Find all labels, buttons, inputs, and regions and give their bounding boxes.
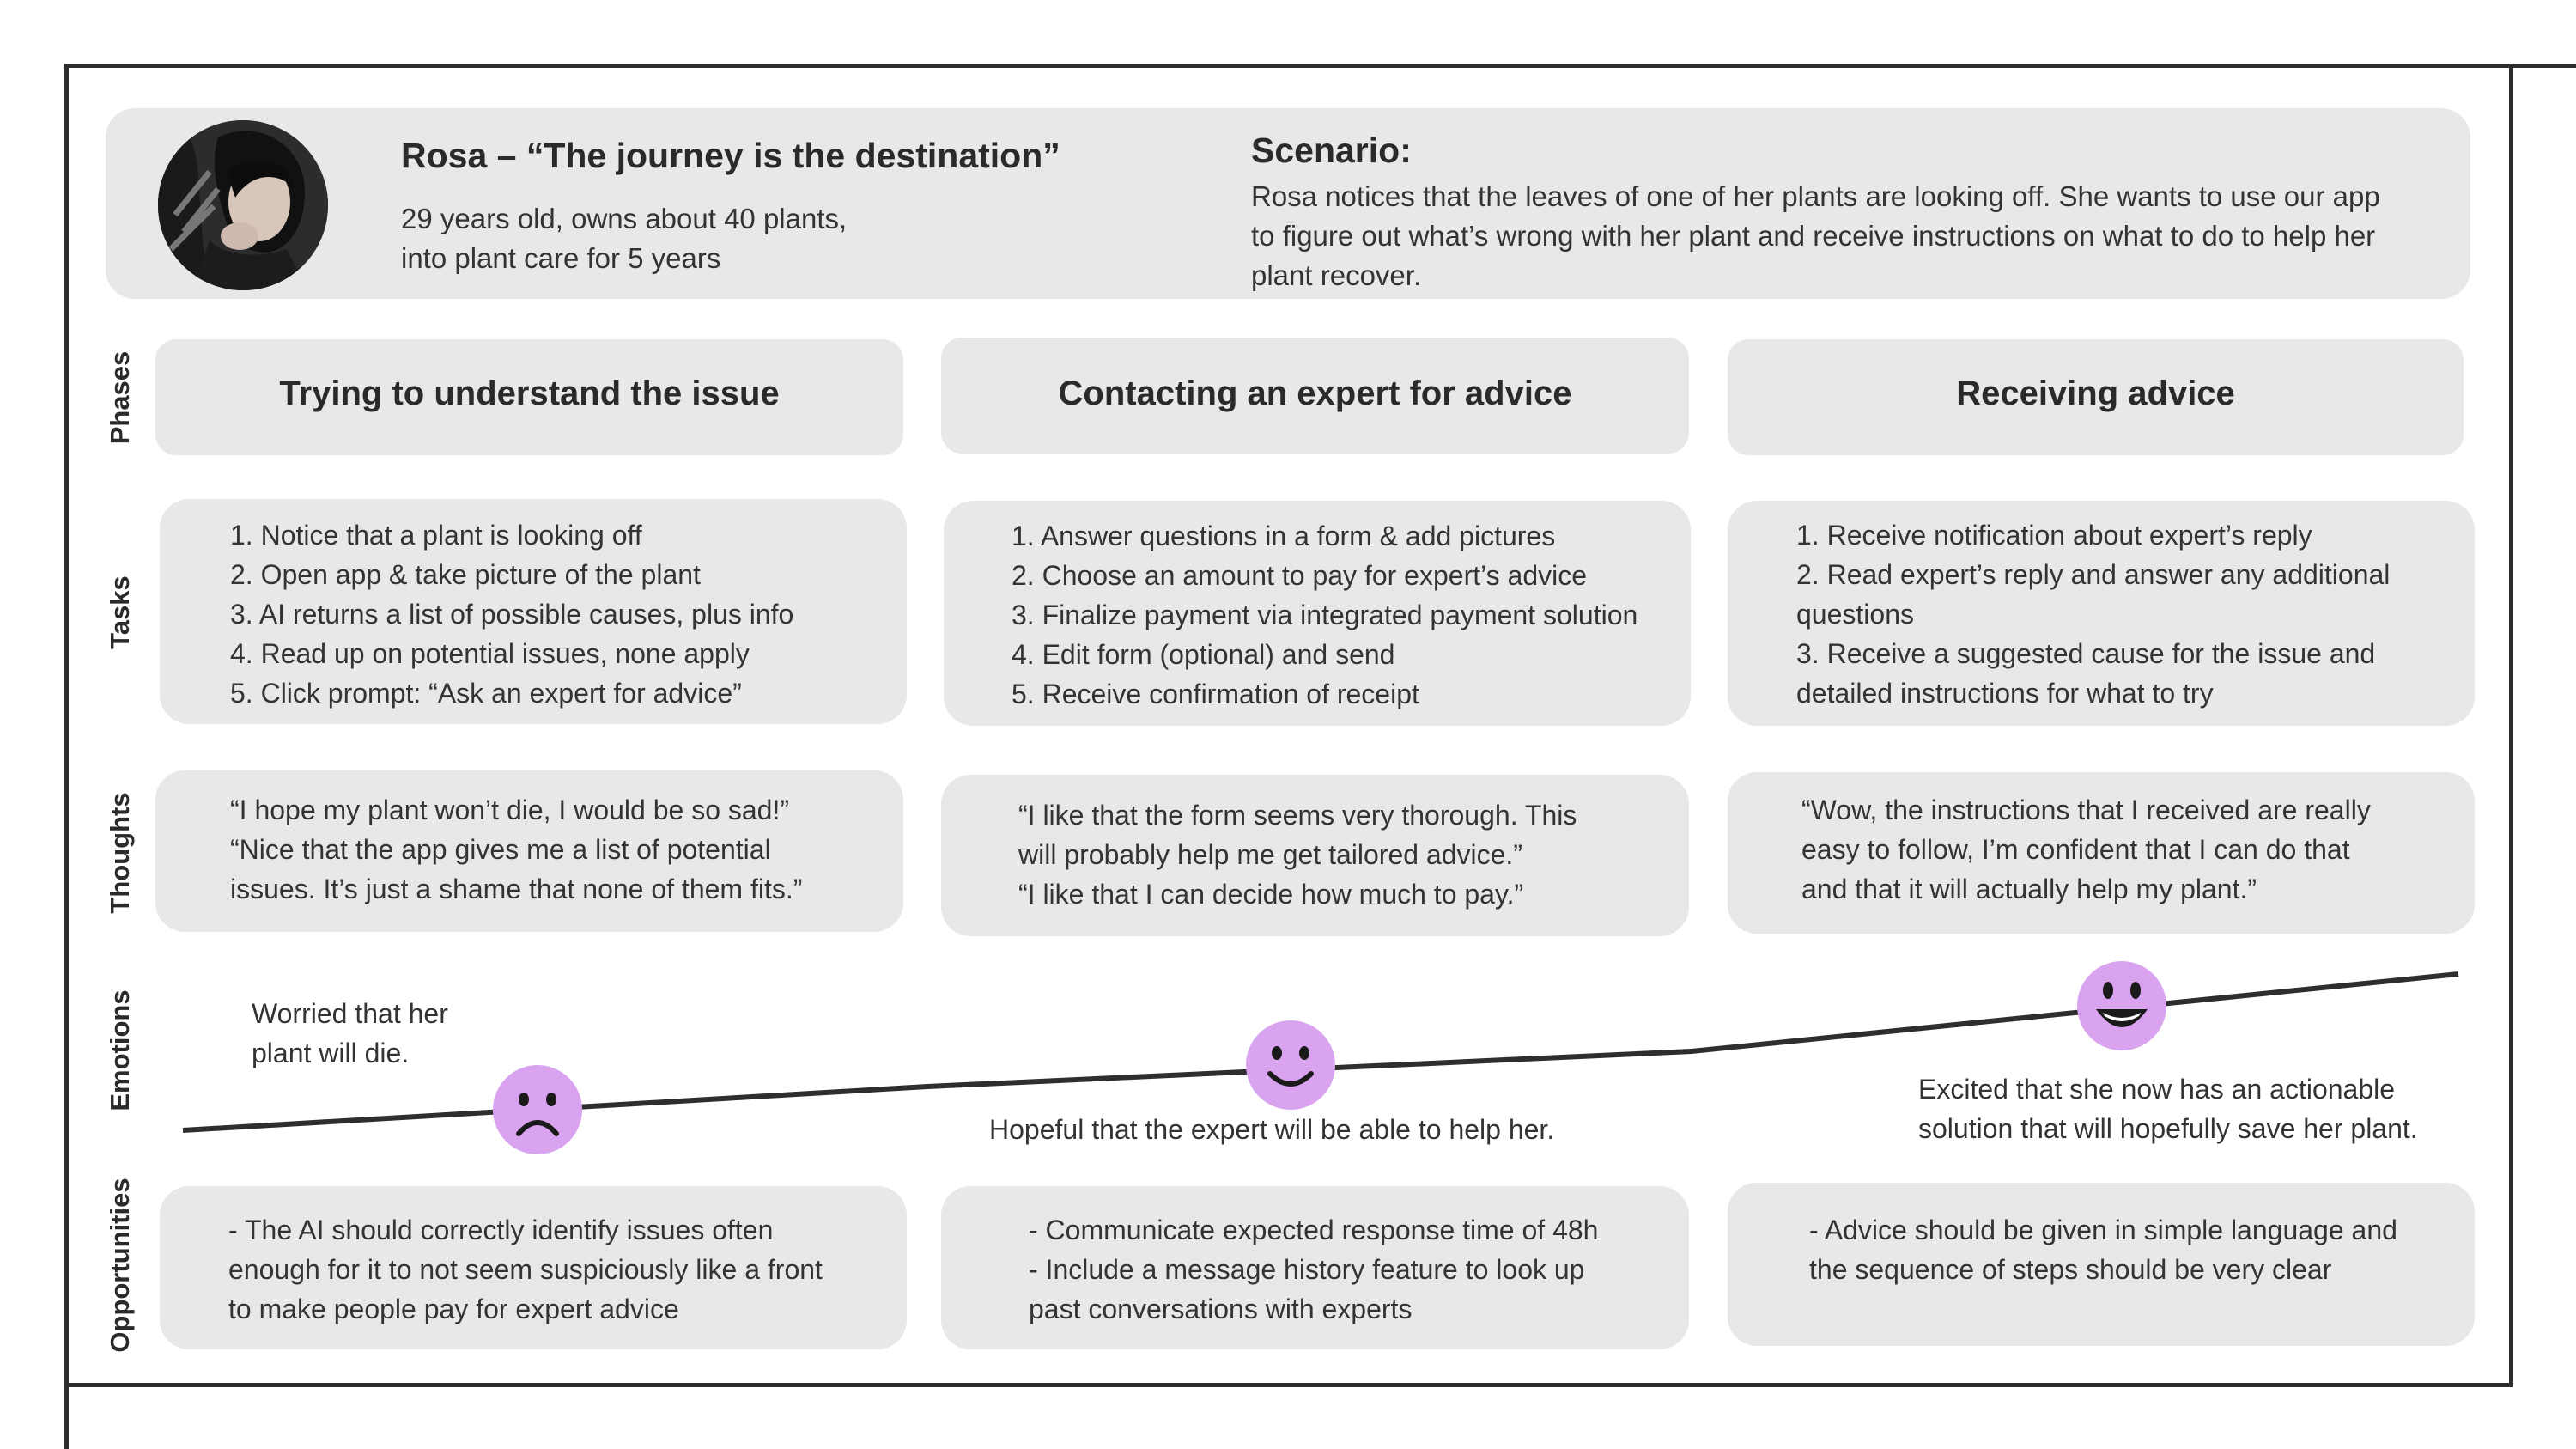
- tasks-1-box: [160, 499, 907, 724]
- emotion-3-text: Excited that she now has an actionable s…: [1918, 1074, 2418, 1144]
- phase-3-box: [1728, 339, 2464, 455]
- tasks-2-list: 1. Answer questions in a form & add pict…: [1012, 521, 1638, 709]
- phase-1-title: Trying to understand the issue: [279, 374, 780, 412]
- persona-panel: [106, 108, 2470, 299]
- opportunities-3-box: [1728, 1183, 2475, 1346]
- frame-left: [64, 64, 69, 1449]
- thoughts-1-text: “I hope my plant won’t die, I would be s…: [230, 795, 803, 904]
- phase-2-box: [941, 338, 1689, 454]
- opportunities-2-text: - Communicate expected response time of …: [1029, 1215, 1599, 1324]
- opportunities-2-box: [941, 1186, 1689, 1349]
- opportunities-3-text: - Advice should be given in simple langu…: [1809, 1215, 2397, 1285]
- emotion-2-text: Hopeful that the expert will be able to …: [989, 1114, 1555, 1145]
- tasks-2-box: [944, 501, 1691, 726]
- phase-2-title: Contacting an expert for advice: [1058, 374, 1572, 412]
- scenario-label: Scenario:: [1251, 131, 1412, 170]
- frame-right: [2509, 64, 2513, 1386]
- smile-face-icon: [1246, 1020, 1335, 1110]
- persona-avatar: [158, 120, 328, 290]
- thoughts-1-box: [155, 770, 903, 932]
- sad-face-icon: [493, 1065, 582, 1154]
- opportunities-1-box: [160, 1186, 907, 1349]
- tasks-3-box: [1728, 501, 2475, 726]
- thoughts-2-box: [941, 775, 1689, 936]
- persona-name-quote: Rosa – “The journey is the destination”: [401, 136, 1060, 175]
- phase-1-box: [155, 339, 903, 455]
- persona-info: 29 years old, owns about 40 plants, into…: [401, 203, 848, 274]
- thoughts-3-box: [1728, 772, 2475, 934]
- emotion-1-text: Worried that her plant will die.: [252, 998, 448, 1068]
- thoughts-2-text: “I like that the form seems very thoroug…: [1018, 800, 1577, 910]
- thoughts-3-text: “Wow, the instructions that I received a…: [1801, 795, 2371, 904]
- grin-face-icon: [2077, 961, 2166, 1050]
- frame-bottom: [64, 1383, 2513, 1387]
- tasks-3-list: 1. Receive notification about expert’s r…: [1796, 520, 2391, 709]
- frame-top: [64, 64, 2576, 68]
- scenario-text: Rosa notices that the leaves of one of h…: [1251, 180, 2380, 291]
- phase-3-title: Receiving advice: [1956, 374, 2235, 412]
- opportunities-1-text: - The AI should correctly identify issue…: [228, 1215, 823, 1324]
- tasks-1-list: 1. Notice that a plant is looking off 2.…: [230, 520, 794, 709]
